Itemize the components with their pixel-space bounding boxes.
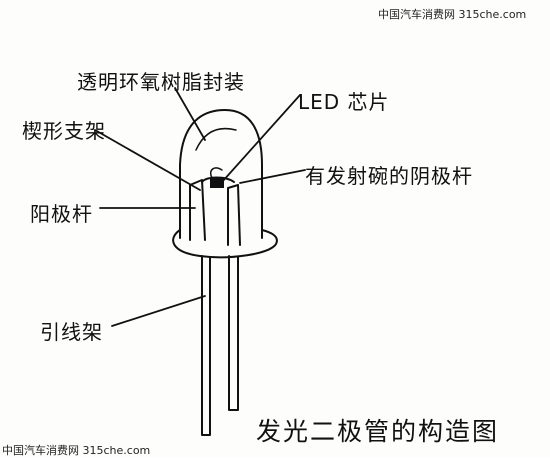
cathode-post (227, 184, 241, 246)
reflector-cup (201, 176, 235, 183)
anode-post (189, 179, 206, 241)
watermark-bottom: 中国汽车消费网 315che.com (2, 444, 151, 457)
leader-lead (111, 295, 206, 327)
watermark-top: 中国汽车消费网 315che.com (378, 8, 527, 21)
label-cathode-with-cup: 有发射碗的阴极杆 (305, 164, 473, 188)
label-lead-frame: 引线架 (40, 320, 103, 344)
dome-highlight (195, 127, 237, 151)
label-anode-post: 阳极杆 (30, 202, 93, 226)
leader-led-chip (221, 94, 301, 183)
label-wedge-bracket: 楔形支架 (22, 119, 106, 143)
lead-left (201, 255, 211, 436)
led-chip-block (210, 178, 224, 188)
leader-cathode-cup (239, 169, 306, 184)
bond-wire (210, 167, 223, 179)
flange-rim (172, 229, 278, 259)
leader-epoxy (174, 87, 206, 141)
label-led-chip: LED 芯片 (298, 90, 390, 114)
leader-wedge (94, 129, 201, 191)
label-epoxy-encapsulation: 透明环氧树脂封装 (77, 70, 245, 94)
lead-right (228, 255, 239, 411)
diagram-caption: 发光二极管的构造图 (256, 417, 500, 446)
epoxy-dome (179, 109, 263, 239)
